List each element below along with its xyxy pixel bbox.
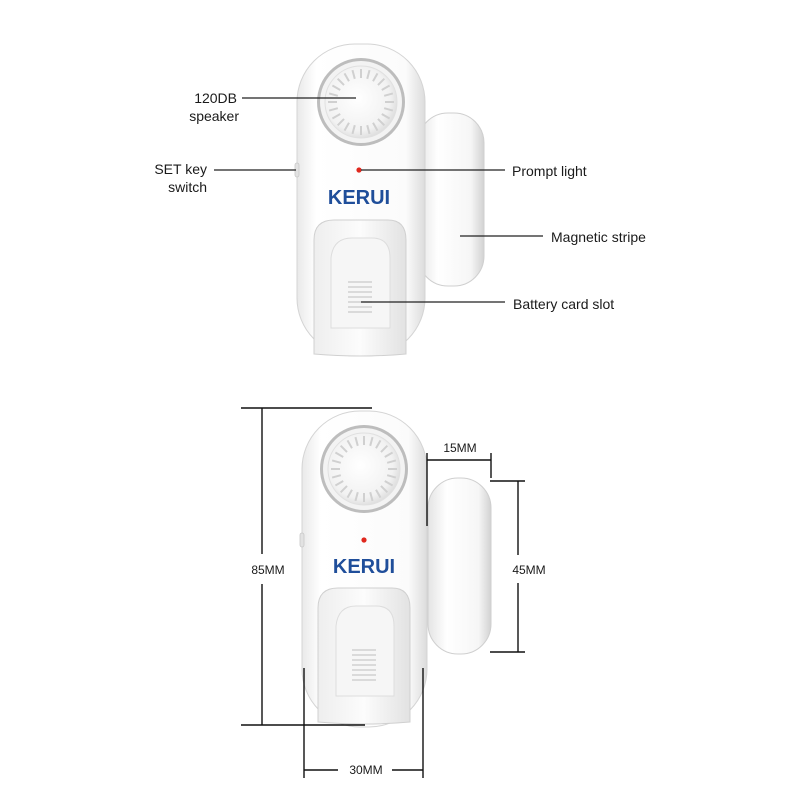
battery-cover-dimensioned [317, 587, 411, 725]
magnet-part-dimensioned [427, 477, 492, 655]
top-product-view: KERUI 120DB speaker SET key switch Pr [154, 43, 646, 357]
speaker-grille-slot [351, 124, 356, 135]
set-key-label-line1: SET key [154, 161, 207, 177]
speaker-grille [317, 58, 405, 146]
battery-slot-label: Battery card slot [513, 296, 614, 312]
magnet-width-dimension-label: 15MM [443, 441, 476, 455]
battery-cover [313, 219, 407, 357]
brand-logo: KERUI [328, 187, 390, 209]
speaker-grille-slot [386, 459, 397, 464]
speaker-grille-slot [377, 118, 386, 127]
brand-logo-dimensioned: KERUI [333, 556, 395, 578]
speaker-grille-slot [331, 474, 342, 479]
magnet-part [417, 112, 485, 287]
speaker-grille-slot [384, 451, 394, 458]
width-dimension-label: 30MM [349, 763, 382, 777]
height-dimension: 85MM [241, 407, 372, 726]
battery-grip-ridges-dimensioned [352, 649, 376, 681]
speaker-grille-slot [339, 444, 348, 453]
speaker-grille-slot [343, 72, 350, 82]
speaker-grille-slot [380, 485, 389, 494]
magnetic-stripe-label: Magnetic stripe [551, 229, 646, 245]
speaker-grille-slot [380, 444, 389, 453]
speaker-grille-slot [375, 439, 382, 449]
speaker-grille-slot [339, 485, 348, 494]
speaker-grille-slot [375, 489, 382, 499]
speaker-grille-slot [381, 84, 391, 91]
speaker-grille-slot [331, 459, 342, 464]
speaker-grille-slot [334, 480, 344, 487]
prompt-light-led-dimensioned [361, 537, 367, 543]
bottom-product-view: KERUI 85MM [241, 407, 546, 778]
speaker-label-line2: speaker [189, 108, 239, 124]
speaker-grille-slot [331, 84, 341, 91]
height-dimension-label: 85MM [251, 563, 284, 577]
magnet-width-dimension: 15MM [426, 441, 492, 526]
speaker-grille-slot [346, 439, 353, 449]
speaker-grille-slot [383, 107, 394, 112]
magnet-height-dimension-label: 45MM [512, 563, 545, 577]
set-key-label-line2: switch [168, 179, 207, 195]
speaker-grille-slot [346, 489, 353, 499]
speaker-grille-slot [384, 480, 394, 487]
battery-grip-ridges [348, 281, 372, 313]
speaker-grille-slot [372, 122, 379, 132]
speaker-grille-slot [328, 92, 339, 97]
speaker-grille-slot [386, 474, 397, 479]
speaker-grille-slot [334, 451, 344, 458]
speaker-grille-slot [366, 124, 371, 135]
speaker-grille-slot [351, 69, 356, 80]
speaker-grille-slot [381, 113, 391, 120]
speaker-grille-slot [369, 436, 374, 447]
width-dimension: 30MM [303, 668, 424, 778]
speaker-grille-slot [354, 436, 359, 447]
speaker-grille-slot [336, 77, 345, 86]
magnet-height-dimension: 45MM [490, 480, 546, 653]
set-key-button-dimensioned [299, 532, 305, 548]
prompt-light-label: Prompt light [512, 163, 587, 179]
speaker-grille-slot [336, 118, 345, 127]
speaker-label-line1: 120DB [194, 90, 237, 106]
speaker-grille-slot [328, 107, 339, 112]
speaker-grille-dimensioned [320, 425, 408, 513]
prompt-light-led [356, 167, 362, 173]
speaker-grille-slot [366, 69, 371, 80]
speaker-grille-slot [372, 72, 379, 82]
speaker-grille-slot [343, 122, 350, 132]
speaker-grille-slot [377, 77, 386, 86]
speaker-grille-slot [331, 113, 341, 120]
speaker-grille-slot [369, 491, 374, 502]
speaker-grille-slot [354, 491, 359, 502]
speaker-grille-slot [383, 92, 394, 97]
